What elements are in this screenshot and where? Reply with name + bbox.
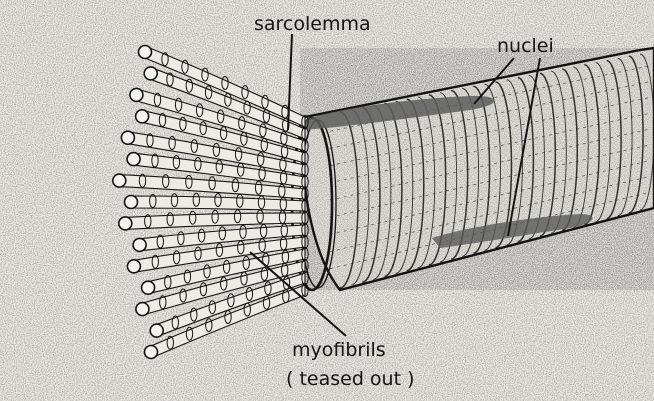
label-sarcolemma: sarcolemma	[254, 13, 371, 35]
myofibril-end	[145, 346, 158, 359]
myofibril-end	[119, 217, 132, 230]
label-nuclei: nuclei	[497, 35, 554, 57]
myofibril-end	[130, 88, 143, 101]
myofibril-end	[113, 174, 126, 187]
myofibril-end	[136, 303, 149, 316]
myofibril-end	[150, 324, 163, 337]
myofibril-end	[136, 110, 149, 123]
myofibril-end	[144, 67, 157, 80]
myofibril-end	[133, 238, 146, 251]
myofibril-end	[121, 131, 134, 144]
label-myofibrils: myofibrils	[292, 339, 386, 361]
label-teased-out: ( teased out )	[286, 368, 415, 390]
myofibril-end	[142, 281, 155, 294]
myofibril-end	[139, 46, 152, 59]
myofibril-end	[127, 260, 140, 273]
myofibril-end	[125, 196, 138, 209]
myofibril-end	[127, 153, 140, 166]
